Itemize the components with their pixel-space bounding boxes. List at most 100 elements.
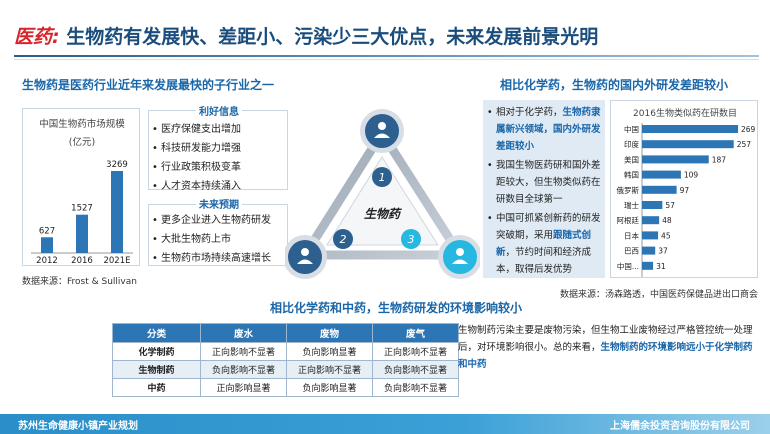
rd-gap-bullet-hl: 生物药隶属新兴领域，国内外研发差距较小 — [496, 107, 601, 152]
bar-value-label: 97 — [680, 186, 690, 195]
table-cell: 负向影响不显著 — [372, 378, 459, 397]
node-right-circle — [443, 240, 477, 274]
rd-gap-box: 相对于化学药，生物药隶属新兴领域，国内外研发差距较小我国生物医药研和国外差距较大… — [483, 100, 605, 278]
table-header: 废物 — [286, 323, 373, 343]
outlook-list: 更多企业进入生物药研发大批生物药上市生物药市场持续高速增长 — [149, 211, 287, 268]
bar-value-label: 37 — [658, 247, 668, 256]
right-section-heading: 相比化学药，生物药的国内外研发差距较小 — [500, 78, 729, 92]
bar-value-label: 109 — [684, 171, 699, 180]
footer-left: 苏州生命健康小镇产业规划 — [18, 421, 138, 432]
bar-value-label: 269 — [741, 125, 756, 134]
list-item: 生物药市场持续高速增长 — [149, 249, 287, 268]
bar — [76, 214, 88, 253]
bar — [642, 231, 659, 240]
person-icon — [456, 248, 464, 256]
rd-gap-bullet: 我国生物医药研和国外差距较大，但生物类似药在研数目全球第一 — [485, 157, 601, 208]
list-item: 更多企业进入生物药研发 — [149, 211, 287, 230]
bar-value-label: 627 — [39, 226, 55, 236]
env-section-heading: 相比化学药和中药，生物药研发的环境影响较小 — [270, 301, 523, 315]
bar — [642, 261, 654, 270]
node-left-circle — [288, 240, 322, 274]
env-summary: 生物制药污染主要是废物污染，但生物工业废物经过严格管控统一处理后，对环境影响很小… — [458, 322, 760, 373]
list-item: 科技研发能力增强 — [149, 139, 287, 158]
node-top-circle — [365, 114, 399, 148]
table-row: 生物制药负向影响不显著正向影响不显著负向影响不显著 — [112, 360, 459, 379]
badge-3-label: 3 — [408, 233, 415, 246]
table-row: 中药正向影响显著负向影响显著负向影响不显著 — [112, 378, 459, 397]
y-tick-label: 中国 — [624, 124, 639, 134]
bar — [642, 140, 734, 149]
outlook-title: 未来预期 — [196, 196, 242, 211]
y-tick-label: 巴西 — [624, 247, 639, 256]
y-tick-label: 瑞士 — [624, 200, 639, 210]
title-divider-thin — [14, 59, 759, 60]
x-tick-label: 2016 — [71, 256, 93, 266]
badge-2-label: 2 — [340, 233, 347, 246]
bar — [642, 246, 656, 255]
table-cell: 生物制药 — [112, 360, 201, 379]
person-icon — [301, 248, 309, 256]
chart-title: 中国生物药市场规模 — [39, 118, 125, 130]
env-summary-text: 生物制药污染主要是废物污染，但生物工业废物经过严格管控统一处理后，对环境影响很小… — [458, 325, 753, 353]
rd-gap-bullet-pre: 我国生物医药研和国外差距较大，但生物类似药在研数目全球第一 — [496, 160, 601, 205]
y-tick-label: 俄罗斯 — [617, 185, 640, 195]
outlook-box: 更多企业进入生物药研发大批生物药上市生物药市场持续高速增长 — [148, 204, 288, 268]
favorable-list: 医疗保健支出增加科技研发能力增强行业政策积极变革人才资本持续涌入 — [149, 120, 287, 196]
table-cell: 正向影响显著 — [200, 378, 287, 397]
badge-3 — [401, 229, 421, 249]
triangle-center-label: 生物药 — [364, 207, 402, 221]
bar-value-label: 1527 — [71, 204, 93, 214]
list-item: 人才资本持续涌入 — [149, 177, 287, 196]
title-main: 生物药有发展快、差距小、污染少三大优点，未来发展前景光明 — [66, 26, 599, 48]
advantage-triangle: 1 2 3 生物药 — [285, 109, 480, 279]
left-source: 数据来源：Frost & Sullivan — [22, 277, 137, 287]
bar — [642, 170, 681, 179]
env-summary-highlight: 生物制药的环境影响远小于化学制药和中药 — [458, 342, 753, 370]
list-item: 行业政策积极变革 — [149, 158, 287, 177]
list-item: 大批生物药上市 — [149, 230, 287, 249]
footer-right: 上海儒余投资咨询股份有限公司 — [610, 421, 750, 432]
rd-gap-bullet: 相对于化学药，生物药隶属新兴领域，国内外研发差距较小 — [485, 104, 601, 155]
bar-value-label: 3269 — [106, 160, 128, 170]
node-left — [285, 235, 327, 279]
rd-gap-bullet-post: ，节约时间和经济成本，取得后发优势 — [496, 247, 592, 275]
right-source: 数据来源：汤森路透，中国医药保健品进出口商会 — [560, 290, 759, 300]
chart-subtitle: (亿元) — [69, 136, 95, 148]
table-cell: 正向影响不显著 — [200, 342, 287, 361]
table-cell: 正向影响不显著 — [286, 360, 373, 379]
badge-2 — [333, 229, 353, 249]
y-tick-label: 日本 — [624, 230, 639, 240]
person-icon — [378, 122, 386, 130]
triangle-frame — [300, 128, 465, 260]
rd-gap-bullet-pre: 相对于化学药， — [496, 107, 563, 118]
y-tick-label: 中国... — [617, 261, 639, 271]
badge-1 — [372, 167, 392, 187]
x-tick-label: 2012 — [36, 256, 58, 266]
bar-value-label: 257 — [737, 140, 752, 149]
table-row: 化学制药正向影响不显著负向影响显著正向影响不显著 — [112, 342, 459, 361]
left-section-heading: 生物药是医药行业近年来发展最快的子行业之一 — [22, 78, 275, 92]
y-tick-label: 美国 — [624, 154, 639, 164]
bar-value-label: 31 — [656, 262, 666, 271]
table-cell: 负向影响显著 — [286, 378, 373, 397]
favorable-box: 医疗保健支出增加科技研发能力增强行业政策积极变革人才资本持续涌入 — [148, 110, 288, 196]
y-tick-label: 韩国 — [624, 170, 639, 180]
triangle-inner — [326, 156, 439, 246]
y-tick-label: 印度 — [624, 139, 639, 149]
title-prefix: 医药: — [14, 26, 60, 48]
table-cell: 负向影响不显著 — [372, 360, 459, 379]
bar — [642, 216, 660, 225]
table-cell: 中药 — [112, 378, 201, 397]
table-cell: 化学制药 — [112, 342, 201, 361]
favorable-title: 利好信息 — [196, 103, 242, 118]
rd-gap-bullet-pre: 中国可抓紧创新药的研发突破期，采用 — [496, 213, 601, 241]
environment-impact-table: 分类废水废物废气化学制药正向影响不显著负向影响显著正向影响不显著生物制药负向影响… — [112, 323, 459, 397]
list-item: 医疗保健支出增加 — [149, 120, 287, 139]
bar-value-label: 45 — [661, 231, 671, 240]
bar — [642, 201, 663, 209]
rd-gap-list: 相对于化学药，生物药隶属新兴领域，国内外研发差距较小我国生物医药研和国外差距较大… — [483, 100, 605, 278]
chart-title: 2016生物类似药在研数目 — [633, 107, 737, 119]
